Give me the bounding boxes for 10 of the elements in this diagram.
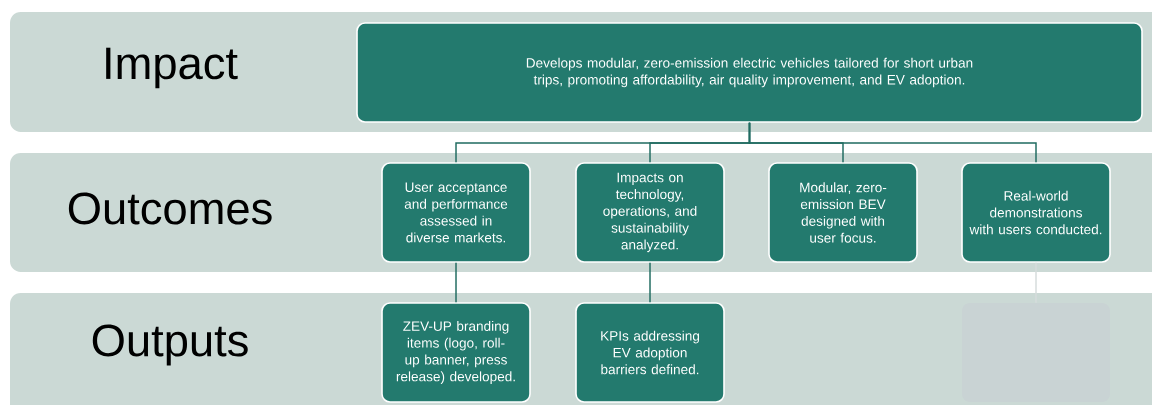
text-box: Impacts on technology, operations, and sustainability analyzed. (575, 162, 725, 263)
text-box: ZEV-UP branding items (logo, roll-up banner, press release) developed. (381, 302, 531, 403)
connector-line (649, 262, 651, 303)
connector-line (455, 262, 457, 303)
text-box: User acceptance and performance assessed in diverse markets. (381, 162, 531, 263)
text-box: Modular, zero-emission BEV designed with user focus. (768, 162, 918, 263)
text-box: KPIs addressing EV adoption barriers defined. (575, 302, 725, 403)
connector-line (748, 122, 1037, 163)
text-box: Real-world demonstrations with users conducted. (961, 162, 1111, 263)
text-box: Develops modular, zero-emission electric vehicles tailored for short urban trips, promoting affordability, air quality improvement, and EV adoption. (356, 22, 1143, 123)
